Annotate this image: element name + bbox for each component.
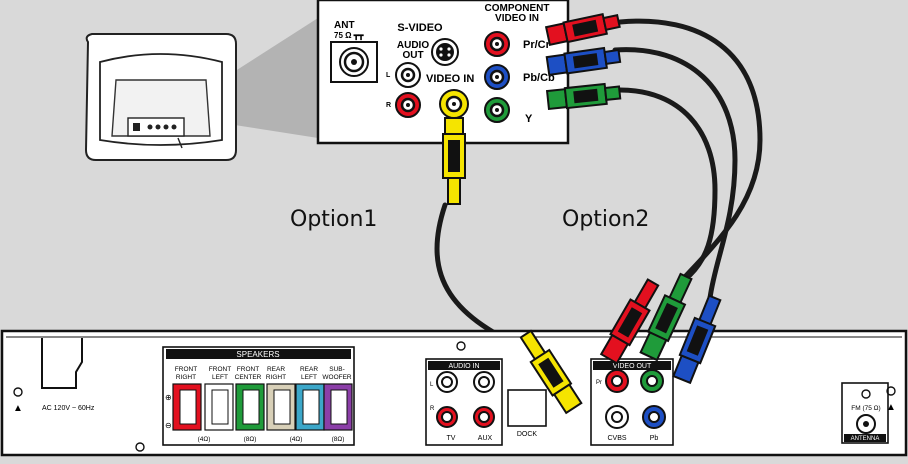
cables xyxy=(434,18,763,355)
svideo-label: S-VIDEO xyxy=(397,22,443,34)
speakers-label: SPEAKERS xyxy=(236,350,279,359)
lock-icon-right: ▲ xyxy=(886,402,896,413)
speaker-terminals xyxy=(172,383,353,431)
audio-l-label: L xyxy=(386,72,391,79)
option2-label: Option2 xyxy=(562,207,649,232)
audio-in-block xyxy=(425,358,503,446)
antenna-label: ANTENNA xyxy=(851,436,880,442)
front-center-label-1: FRONT xyxy=(237,366,259,373)
plug-red-tv xyxy=(544,12,621,46)
video-out-label: VIDEO OUT xyxy=(613,363,652,370)
audio-in-r-label: R xyxy=(430,406,435,412)
front-right-label-2: RIGHT xyxy=(176,374,196,381)
plug-blue-tv xyxy=(545,46,622,77)
audio-in-jacks xyxy=(436,371,495,428)
minus-marker: ⊖ xyxy=(165,421,172,430)
lock-icon-left: ▲ xyxy=(13,403,23,414)
audio-r-label: R xyxy=(386,102,391,109)
audio-out-label-2: OUT xyxy=(402,50,423,61)
rear-panel: ▲ AC 120V ~ 60Hz SPEAKERS FRONT RIGHT FR… xyxy=(0,329,908,457)
video-out-pb-label: Pb xyxy=(650,435,659,442)
impedance-sub-label: (8Ω) xyxy=(332,436,345,443)
component-cable-blue xyxy=(612,47,738,301)
front-center-label-2: CENTER xyxy=(235,374,262,381)
tv-input-panel: ANT 75 Ω ┳┳ S-VIDEO COMPONENT VIDEO IN A… xyxy=(316,0,570,145)
component-cable-red xyxy=(617,18,763,285)
component-plugs-tv xyxy=(544,12,622,111)
plug-yellow-tv xyxy=(442,117,466,205)
pb-label: Pb/Cb xyxy=(523,72,555,84)
video-out-block xyxy=(590,358,674,446)
plug-blue-rear xyxy=(672,294,722,385)
audio-in-aux-label: AUX xyxy=(478,435,493,442)
pr-label: Pr/Cr xyxy=(523,39,551,51)
plus-marker: ⊕ xyxy=(165,393,172,402)
front-left-label-1: FRONT xyxy=(209,366,231,373)
plug-green-tv xyxy=(545,82,622,111)
impedance-center-label: (8Ω) xyxy=(244,436,257,443)
dock-port xyxy=(507,389,547,427)
audio-out-label-1: AUDIO xyxy=(397,40,429,51)
tv-illustration xyxy=(84,18,318,161)
fm-label: FM (75 Ω) xyxy=(851,405,880,412)
audio-in-label: AUDIO IN xyxy=(448,363,479,370)
audio-in-l-label: L xyxy=(430,382,434,388)
subwoofer-label-1: SUB- xyxy=(329,366,345,373)
ant-label: ANT xyxy=(334,20,355,31)
component-label-1: COMPONENT xyxy=(485,3,550,14)
power-cord-slot xyxy=(41,338,83,389)
ac-label: AC 120V ~ 60Hz xyxy=(42,405,95,412)
rear-right-label-1: REAR xyxy=(267,366,285,373)
y-label: Y xyxy=(525,113,533,125)
rear-left-label-2: LEFT xyxy=(301,374,317,381)
impedance-rear-label: (4Ω) xyxy=(290,436,303,443)
option1-label: Option1 xyxy=(290,207,377,232)
front-right-label-1: FRONT xyxy=(175,366,197,373)
front-left-label-2: LEFT xyxy=(212,374,228,381)
video-out-pr-label: Pr xyxy=(596,380,602,386)
video-out-cvbs-label: CVBS xyxy=(607,435,626,442)
ant-ohm-label: 75 Ω ┳┳ xyxy=(334,31,365,41)
plug-green-rear xyxy=(639,272,693,362)
plug-red-rear xyxy=(599,278,660,365)
dock-label: DOCK xyxy=(517,431,538,438)
video-out-jacks xyxy=(605,369,666,429)
impedance-front-label: (4Ω) xyxy=(198,436,211,443)
component-label-2: VIDEO IN xyxy=(495,13,539,24)
video-in-label: VIDEO IN xyxy=(426,73,474,85)
audio-in-tv-label: TV xyxy=(447,435,456,442)
rear-left-label-1: REAR xyxy=(300,366,318,373)
subwoofer-label-2: WOOFER xyxy=(322,374,352,381)
component-cable-green xyxy=(617,87,718,278)
rear-right-label-2: RIGHT xyxy=(266,374,286,381)
plug-yellow-rear xyxy=(519,329,583,415)
